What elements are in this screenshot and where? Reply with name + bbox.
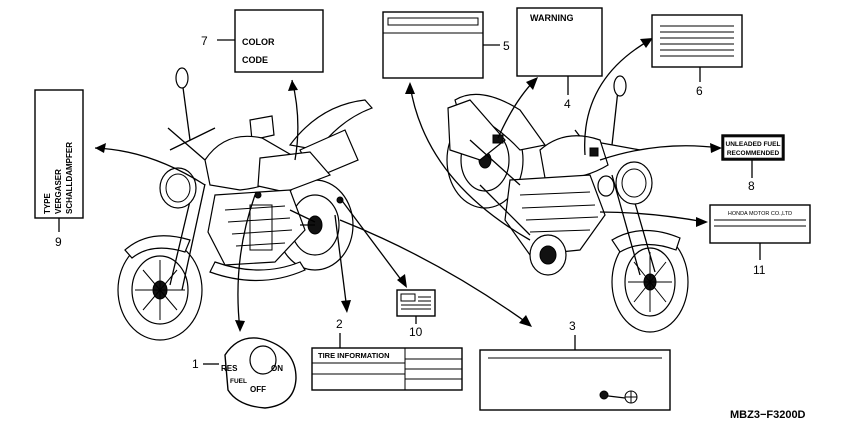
unleaded-fuel-label: UNLEADED FUEL RECOMMENDED 8 <box>721 134 785 193</box>
fuel-valve-fuel: FUEL <box>230 378 247 385</box>
callout-2: 2 <box>336 317 343 331</box>
tire-info-title: TIRE INFORMATION <box>318 351 390 360</box>
callout-3: 3 <box>569 319 576 333</box>
unleaded-line2: RECOMMENDED <box>727 150 780 157</box>
callout-1: 1 <box>192 357 199 371</box>
warning-text: WARNING <box>530 13 574 23</box>
type-line3: SCHALLDAMPFER <box>65 142 74 214</box>
callout-6: 6 <box>696 84 703 98</box>
callout-10: 10 <box>409 325 423 339</box>
small-label-10: 10 <box>396 289 436 339</box>
type-line2: VERGASER <box>54 169 63 214</box>
type-plate-label: TYPE VERGASER SCHALLDAMPFER 9 <box>34 89 84 249</box>
color-code-line1: COLOR <box>242 37 275 47</box>
right-motorcycle-drawing <box>446 75 689 333</box>
type-line1: TYPE <box>43 192 52 214</box>
fuel-valve-off: OFF <box>250 385 266 394</box>
color-code-label: COLOR CODE 7 <box>201 9 324 73</box>
tire-information-label: TIRE INFORMATION 2 <box>311 317 463 391</box>
callout-4: 4 <box>564 97 571 111</box>
fuel-valve-label: RES ON FUEL OFF 1 <box>192 337 297 409</box>
manufacturer-label: HONDA MOTOR CO.,LTD 11 <box>709 204 811 277</box>
callout-7: 7 <box>201 34 208 48</box>
callout-9: 9 <box>55 235 62 249</box>
left-motorcycle-drawing <box>117 67 374 341</box>
leader-lines <box>94 38 722 332</box>
fuel-valve-res: RES <box>221 364 238 373</box>
diagram-code: MBZ3−F3200D <box>730 409 806 421</box>
unleaded-line1: UNLEADED FUEL <box>726 141 781 148</box>
callout-11: 11 <box>753 263 766 277</box>
drive-chain-label: 3 <box>479 319 671 411</box>
callout-5: 5 <box>503 39 510 53</box>
color-code-line2: CODE <box>242 55 268 65</box>
warning-label: WARNING 4 <box>516 7 603 111</box>
callout-8: 8 <box>748 179 755 193</box>
fuel-valve-on: ON <box>271 364 283 373</box>
blank-label-5: 5 <box>382 11 510 79</box>
blank-label-6: 6 <box>651 14 743 98</box>
manufacturer-text: HONDA MOTOR CO.,LTD <box>728 211 792 217</box>
